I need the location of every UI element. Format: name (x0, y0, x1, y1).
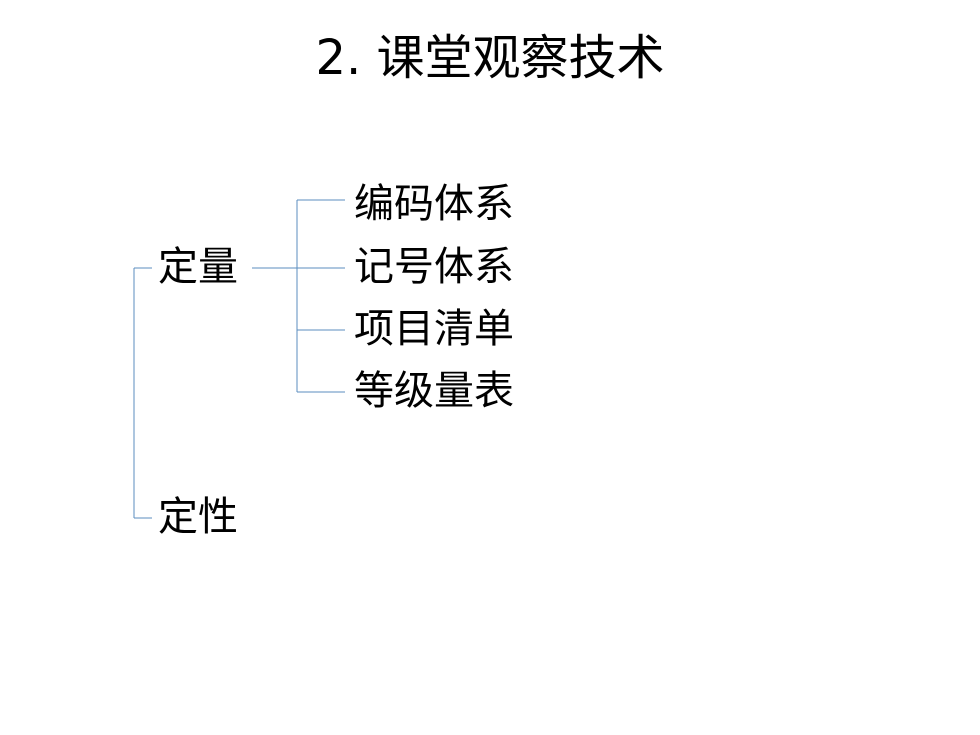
node-sign-system: 记号体系 (354, 244, 514, 290)
node-rating-scale: 等级量表 (354, 368, 514, 414)
node-coding-system: 编码体系 (354, 181, 514, 227)
node-quantitative: 定量 (158, 244, 238, 290)
node-qualitative: 定性 (158, 494, 238, 540)
node-checklist: 项目清单 (354, 306, 514, 352)
slide-title: 2. 课堂观察技术 (315, 30, 665, 86)
